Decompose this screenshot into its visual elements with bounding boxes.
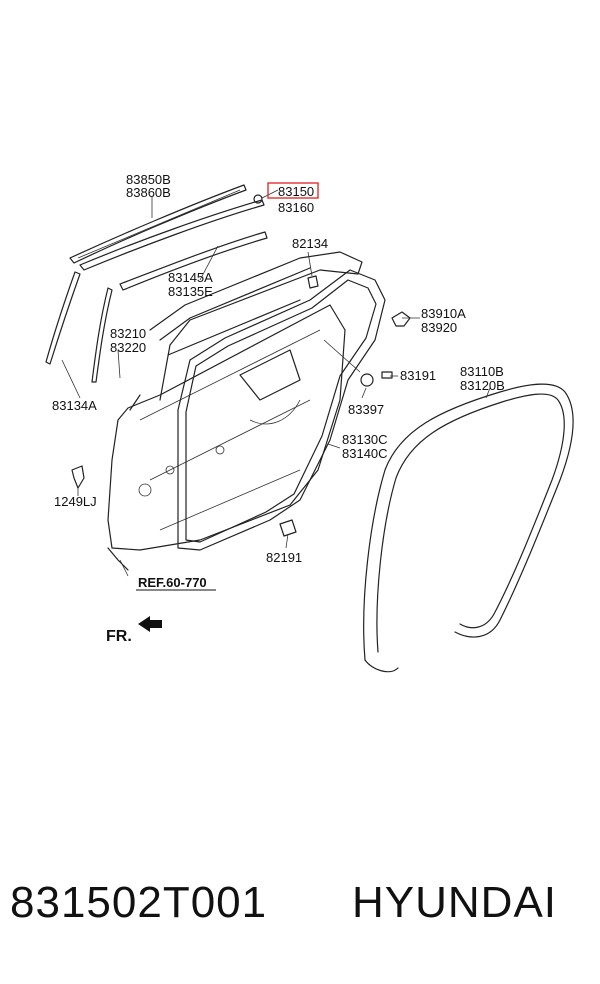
label-83120B: 83120B [460, 378, 505, 393]
belt-molding [119, 231, 268, 291]
label-83191: 83191 [400, 368, 436, 383]
door-weatherstrip [177, 269, 386, 551]
label-83140C: 83140C [342, 446, 388, 461]
label-83130C: 83130C [342, 432, 388, 447]
body-weatherstrip [363, 383, 574, 673]
front-arrow-icon [138, 616, 162, 632]
label-83397: 83397 [348, 402, 384, 417]
label-83860B: 83860B [126, 185, 171, 200]
label-83910A: 83910A [421, 306, 466, 321]
label-83850B: 83850B [126, 172, 171, 187]
door-panel [107, 304, 346, 571]
label-83920: 83920 [421, 320, 457, 335]
label-83160: 83160 [278, 200, 314, 215]
label-83110B: 83110B [460, 364, 504, 379]
highlight-box [267, 182, 319, 199]
window-channel-strip [79, 194, 265, 271]
label-83135E: 83135E [168, 284, 213, 299]
fasteners [71, 275, 411, 537]
label-82191: 82191 [266, 550, 302, 565]
label-83220: 83220 [110, 340, 146, 355]
door-sash [129, 251, 363, 411]
label-83145A: 83145A [168, 270, 213, 285]
roof-molding [69, 184, 247, 264]
pillar-trim [45, 271, 113, 383]
label-1249LJ: 1249LJ [54, 494, 97, 509]
label-fr: FR. [106, 628, 132, 645]
label-83150: 83150 [278, 184, 314, 199]
label-83134A: 83134A [52, 398, 97, 413]
brand-name: HYUNDAI [352, 878, 558, 927]
label-83210: 83210 [110, 326, 146, 341]
leader-lines [61, 189, 491, 577]
part-number: 831502T001 [10, 878, 268, 927]
label-ref: REF.60-770 [138, 575, 207, 590]
label-82134: 82134 [292, 236, 328, 251]
